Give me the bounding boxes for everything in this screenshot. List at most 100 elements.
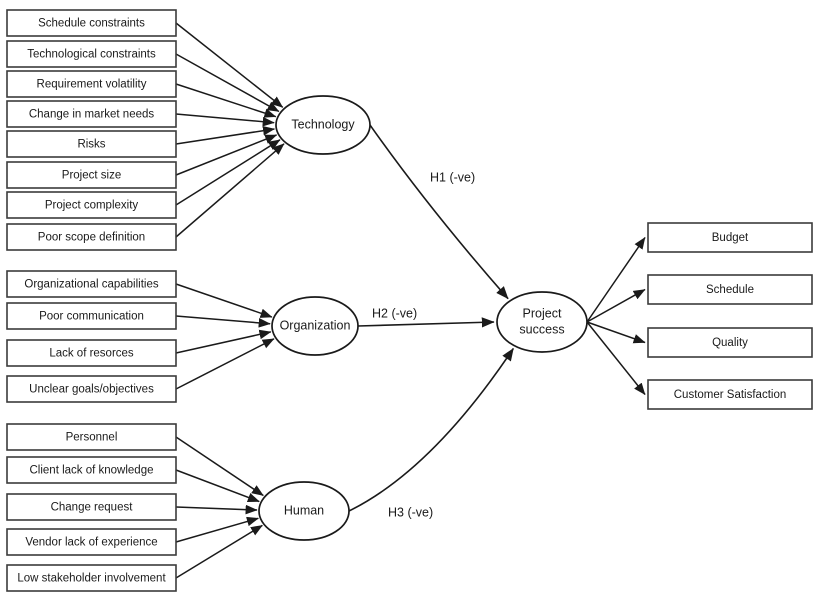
organization-indicators-item[interactable]: Poor communication bbox=[6, 302, 177, 330]
indicator-edge bbox=[175, 329, 272, 354]
human-indicators-item[interactable]: Client lack of knowledge bbox=[6, 456, 177, 484]
organization-indicators-label: Unclear goals/objectives bbox=[29, 384, 154, 396]
hypothesis-labels-layer: H1 (-ve) H2 (-ve) H3 (-ve) bbox=[372, 170, 475, 519]
indicator-edge bbox=[175, 83, 277, 118]
indicator-edge bbox=[175, 113, 275, 127]
project-success-outcomes-item[interactable]: Quality bbox=[647, 327, 813, 358]
construct-ellipse-technology[interactable] bbox=[275, 95, 371, 155]
outcome-edge bbox=[586, 237, 646, 323]
human-indicators-label: Client lack of knowledge bbox=[29, 465, 153, 477]
technology-indicators-item[interactable]: Poor scope definition bbox=[6, 223, 177, 251]
project-success-outcomes-label: Budget bbox=[712, 232, 749, 244]
human-indicators-label: Personnel bbox=[66, 432, 118, 444]
human-indicators-box[interactable] bbox=[6, 423, 177, 451]
construct-node-organization[interactable] bbox=[271, 296, 359, 356]
technology-indicators-box[interactable] bbox=[6, 130, 177, 158]
indicator-edge bbox=[175, 524, 263, 579]
project-success-outcomes-item[interactable]: Budget bbox=[647, 222, 813, 253]
technology-indicators-label: Project complexity bbox=[45, 200, 139, 212]
construct-ellipse-human[interactable] bbox=[258, 481, 350, 541]
project-success-outcomes-item[interactable]: Customer Satisfaction bbox=[647, 379, 813, 410]
construct-node-project-success[interactable] bbox=[496, 291, 588, 353]
construct-label-project-success: Project bbox=[523, 306, 562, 320]
construct-node-human[interactable] bbox=[258, 481, 350, 541]
construct-label-human: Human bbox=[284, 503, 324, 517]
organization-indicators-box[interactable] bbox=[6, 375, 177, 403]
organization-indicators-label: Lack of resorces bbox=[49, 348, 134, 360]
indicator-edge bbox=[175, 134, 278, 176]
technology-indicators-box[interactable] bbox=[6, 223, 177, 251]
construct-nodes-layer: TechnologyOrganizationHumanProjectsucces… bbox=[258, 95, 588, 541]
technology-indicators-item[interactable]: Schedule constraints bbox=[6, 9, 177, 37]
construct-ellipse-project-success[interactable] bbox=[496, 291, 588, 353]
hypothesis-label-h1: H1 (-ve) bbox=[430, 170, 475, 184]
hypothesis-label-h2: H2 (-ve) bbox=[372, 306, 417, 320]
project-success-outcomes-item[interactable]: Schedule bbox=[647, 274, 813, 305]
construct-label-technology: Technology bbox=[291, 117, 355, 131]
technology-indicators-item[interactable]: Technological constraints bbox=[6, 40, 177, 68]
indicator-edge bbox=[175, 283, 273, 318]
indicator-edge bbox=[175, 143, 285, 238]
outcome-edge bbox=[586, 321, 646, 344]
technology-indicators-label: Project size bbox=[62, 170, 121, 182]
hypothesis-edge-h3 bbox=[348, 347, 515, 512]
technology-indicators-label: Technological constraints bbox=[27, 49, 156, 61]
human-indicators-item[interactable]: Change request bbox=[6, 493, 177, 521]
project-success-outcomes-box[interactable] bbox=[647, 379, 813, 410]
indicator-edge bbox=[175, 469, 260, 503]
indicator-edge bbox=[175, 338, 275, 390]
technology-indicators-box[interactable] bbox=[6, 40, 177, 68]
indicator-edge bbox=[175, 436, 264, 497]
technology-indicators-box[interactable] bbox=[6, 100, 177, 128]
organization-indicators-box[interactable] bbox=[6, 302, 177, 330]
technology-indicators-box[interactable] bbox=[6, 9, 177, 37]
edge-group-human bbox=[175, 436, 264, 579]
organization-indicators-box[interactable] bbox=[6, 339, 177, 367]
technology-indicators-item[interactable]: Project size bbox=[6, 161, 177, 189]
organization-indicators-box[interactable] bbox=[6, 270, 177, 298]
organization-indicators-item[interactable]: Lack of resorces bbox=[6, 339, 177, 367]
human-indicators-box[interactable] bbox=[6, 493, 177, 521]
edge-group-hypotheses bbox=[348, 124, 515, 512]
human-indicators-label: Change request bbox=[51, 502, 134, 514]
project-success-outcomes-label: Schedule bbox=[706, 284, 754, 296]
construct-node-technology[interactable] bbox=[275, 95, 371, 155]
construct-ellipse-organization[interactable] bbox=[271, 296, 359, 356]
technology-indicators-label: Risks bbox=[77, 139, 105, 151]
organization-indicators-item[interactable]: Unclear goals/objectives bbox=[6, 375, 177, 403]
project-success-outcomes-box[interactable] bbox=[647, 222, 813, 253]
human-indicators-box[interactable] bbox=[6, 528, 177, 556]
human-indicators-box[interactable] bbox=[6, 564, 177, 592]
project-success-outcomes-label: Customer Satisfaction bbox=[674, 389, 787, 401]
indicator-edge bbox=[175, 22, 284, 108]
edge-group-technology bbox=[175, 22, 285, 238]
human-indicators-item[interactable]: Personnel bbox=[6, 423, 177, 451]
technology-indicators-box[interactable] bbox=[6, 191, 177, 219]
indicator-edge bbox=[175, 125, 275, 145]
technology-indicators-box[interactable] bbox=[6, 161, 177, 189]
project-success-outcomes-label: Quality bbox=[712, 337, 748, 349]
edge-group-outcomes bbox=[586, 237, 646, 395]
indicator-edge bbox=[175, 504, 258, 515]
human-indicators-item[interactable]: Low stakeholder involvement bbox=[6, 564, 177, 592]
technology-indicators-item[interactable]: Project complexity bbox=[6, 191, 177, 219]
human-indicators-box[interactable] bbox=[6, 456, 177, 484]
organization-indicators-label: Poor communication bbox=[39, 311, 144, 323]
project-success-outcomes-box[interactable] bbox=[647, 274, 813, 305]
indicator-edge bbox=[175, 53, 280, 113]
organization-indicators-item[interactable]: Organizational capabilities bbox=[6, 270, 177, 298]
construct-label-organization: Organization bbox=[280, 318, 351, 332]
project-success-outcomes-box[interactable] bbox=[647, 327, 813, 358]
technology-indicators-item[interactable]: Risks bbox=[6, 130, 177, 158]
human-indicators-item[interactable]: Vendor lack of experience bbox=[6, 528, 177, 556]
indicator-edge bbox=[175, 315, 271, 328]
technology-indicators-box[interactable] bbox=[6, 70, 177, 98]
technology-indicators-item[interactable]: Change in market needs bbox=[6, 100, 177, 128]
technology-indicators-label: Poor scope definition bbox=[38, 232, 145, 244]
technology-indicators-label: Schedule constraints bbox=[38, 18, 145, 30]
technology-indicators-item[interactable]: Requirement volatility bbox=[6, 70, 177, 98]
hypothesis-label-h3: H3 (-ve) bbox=[388, 505, 433, 519]
indicator-edge bbox=[175, 139, 281, 206]
